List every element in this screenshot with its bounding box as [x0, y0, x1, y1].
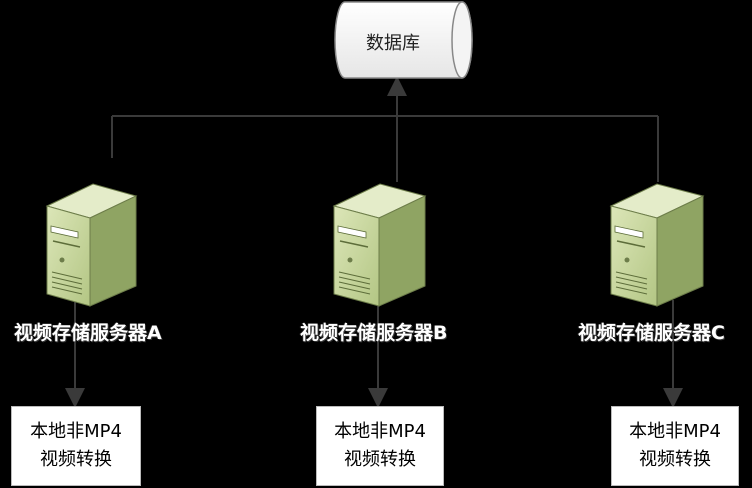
conversion-box-b-line2: 视频转换 — [344, 449, 416, 470]
conversion-box-a: 本地非MP4 视频转换 — [11, 406, 141, 486]
database-label: 数据库 — [366, 33, 420, 54]
conversion-box-b: 本地非MP4 视频转换 — [316, 406, 444, 486]
conversion-box-a-line1: 本地非MP4 — [30, 421, 122, 442]
connector-lines — [65, 76, 683, 408]
server-c-label: 视频存储服务器C — [578, 322, 725, 344]
conversion-box-c-line1: 本地非MP4 — [629, 421, 721, 442]
conversion-box-b-line1: 本地非MP4 — [334, 421, 426, 442]
server-c-icon — [609, 183, 705, 307]
server-a-label: 视频存储服务器A — [14, 322, 162, 344]
conversion-box-c-line2: 视频转换 — [639, 449, 711, 470]
conversion-box-a-line2: 视频转换 — [40, 449, 112, 470]
server-b-icon — [332, 183, 427, 307]
server-a-icon — [45, 183, 138, 307]
conversion-box-c: 本地非MP4 视频转换 — [611, 406, 739, 486]
server-b-label: 视频存储服务器B — [300, 322, 448, 344]
database-icon — [334, 1, 473, 79]
